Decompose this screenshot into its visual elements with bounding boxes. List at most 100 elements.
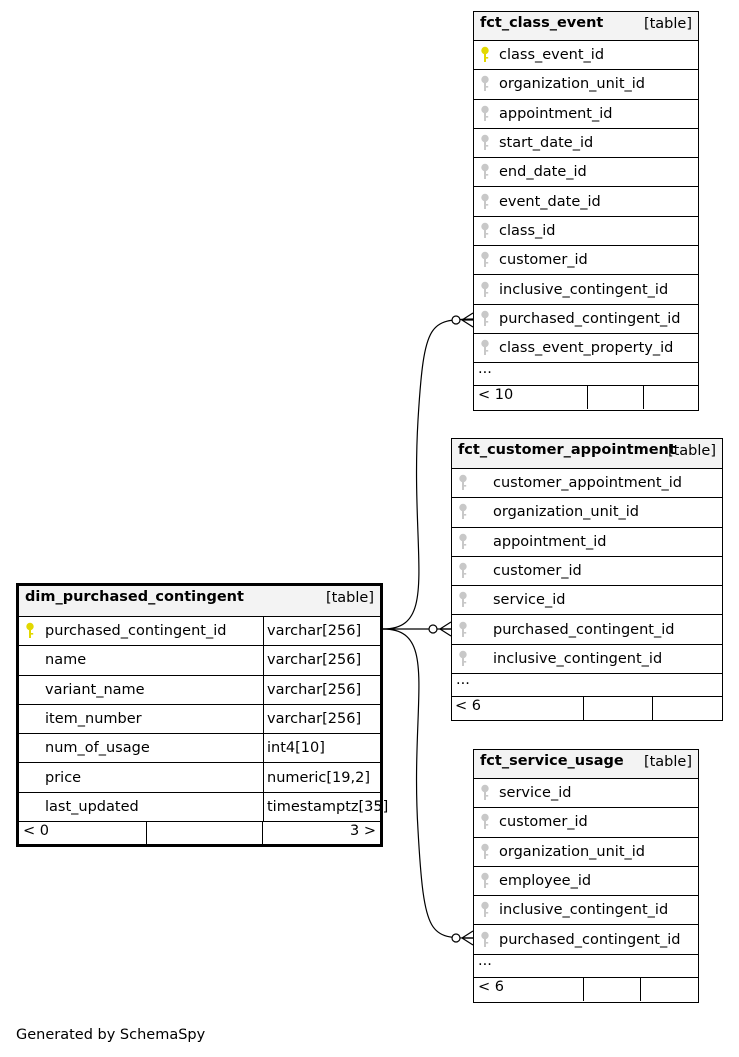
column-name: organization_unit_id (493, 504, 639, 521)
column-name: employee_id (499, 873, 592, 890)
foreign-key-icon (478, 901, 492, 919)
column-type: varchar[256] (263, 704, 361, 734)
column-row[interactable]: purchased_contingent_id (452, 615, 722, 645)
relationship-line-service-usage (382, 628, 474, 939)
foreign-key-icon (456, 650, 470, 668)
table-footer: < 10 (474, 386, 698, 410)
column-name: purchased_contingent_id (499, 931, 681, 948)
column-row[interactable]: customer_id (452, 557, 722, 587)
column-name: class_event_id (499, 47, 605, 64)
column-row[interactable]: class_event_property_id (474, 334, 698, 364)
column-row[interactable]: class_id (474, 217, 698, 247)
column-name: start_date_id (499, 135, 594, 152)
foreign-key-icon (478, 163, 492, 181)
column-name: inclusive_contingent_id (499, 281, 669, 298)
column-name: class_event_property_id (499, 340, 674, 357)
foreign-key-icon (456, 474, 470, 492)
more-columns: ... (474, 361, 698, 387)
column-name: num_of_usage (45, 740, 150, 757)
column-row[interactable]: service_id (474, 779, 698, 809)
column-row[interactable]: num_of_usage int4[10] (19, 734, 380, 764)
table-footer: < 0 3 > (19, 822, 380, 847)
column-row[interactable]: service_id (452, 586, 722, 616)
column-row[interactable]: inclusive_contingent_id (474, 896, 698, 926)
relationship-line-class-event (382, 318, 474, 630)
column-row[interactable]: price numeric[19,2] (19, 763, 380, 793)
table-name: fct_class_event (480, 15, 604, 31)
column-row[interactable]: appointment_id (452, 528, 722, 557)
footer-children-count: < 10 (478, 387, 514, 404)
column-type: varchar[256] (263, 675, 361, 704)
column-row[interactable]: event_date_id (474, 187, 698, 217)
column-row[interactable]: organization_unit_id (452, 498, 722, 528)
foreign-key-icon (456, 621, 470, 639)
column-name: inclusive_contingent_id (499, 902, 669, 919)
table-dim-purchased-contingent[interactable]: dim_purchased_contingent [table] purchas… (16, 583, 388, 847)
column-name: customer_id (493, 563, 582, 580)
table-fct-customer-appointment[interactable]: fct_customer_appointment [table] custome… (451, 438, 723, 722)
column-row[interactable]: inclusive_contingent_id (452, 645, 722, 675)
table-footer: < 6 (452, 697, 722, 722)
foreign-key-icon (478, 339, 492, 357)
footer-children-count: < 6 (478, 978, 504, 995)
column-name: organization_unit_id (499, 843, 645, 860)
primary-key-icon (23, 622, 37, 640)
foreign-key-icon (478, 784, 492, 802)
footer-children-count: < 0 (23, 823, 49, 840)
table-footer: < 6 (474, 977, 698, 1001)
more-columns: ... (474, 953, 698, 978)
foreign-key-icon (456, 503, 470, 521)
column-name: end_date_id (499, 164, 587, 181)
column-name: service_id (499, 785, 572, 802)
column-row[interactable]: item_number varchar[256] (19, 704, 380, 735)
column-row[interactable]: purchased_contingent_id (474, 305, 698, 334)
table-type: [table] (667, 443, 716, 459)
foreign-key-icon (478, 843, 492, 861)
column-name: item_number (45, 711, 142, 728)
foreign-key-icon (478, 251, 492, 269)
table-name: dim_purchased_contingent (25, 589, 244, 605)
column-row[interactable]: organization_unit_id (474, 70, 698, 100)
column-row[interactable]: customer_id (474, 808, 698, 838)
column-type: varchar[256] (263, 646, 361, 675)
column-row[interactable]: inclusive_contingent_id (474, 275, 698, 305)
table-type: [table] (643, 754, 692, 770)
column-name: appointment_id (499, 105, 613, 122)
primary-key-icon (478, 46, 492, 64)
column-row[interactable]: organization_unit_id (474, 838, 698, 867)
column-row[interactable]: customer_id (474, 246, 698, 276)
foreign-key-icon (478, 872, 492, 890)
foreign-key-icon (478, 281, 492, 299)
footer-parents-count: 3 > (350, 823, 376, 840)
column-row[interactable]: customer_appointment_id (452, 469, 722, 499)
column-type: int4[10] (263, 734, 325, 763)
column-name: appointment_id (493, 533, 607, 550)
column-row[interactable]: class_event_id (474, 41, 698, 71)
credit-text: Generated by SchemaSpy (16, 1027, 206, 1043)
column-type: numeric[19,2] (263, 763, 370, 792)
foreign-key-icon (478, 75, 492, 93)
column-name: purchased_contingent_id (45, 623, 227, 640)
column-row[interactable]: employee_id (474, 867, 698, 897)
column-row[interactable]: appointment_id (474, 100, 698, 129)
column-row[interactable]: end_date_id (474, 158, 698, 188)
foreign-key-icon (478, 310, 492, 328)
foreign-key-icon (478, 193, 492, 211)
foreign-key-icon (456, 533, 470, 551)
column-name: price (45, 769, 82, 786)
column-name: event_date_id (499, 193, 601, 210)
table-header: fct_service_usage [table] (474, 750, 698, 779)
column-row[interactable]: purchased_contingent_id (474, 925, 698, 955)
foreign-key-icon (478, 931, 492, 949)
column-row[interactable]: start_date_id (474, 129, 698, 159)
column-name: class_id (499, 222, 556, 239)
column-name: customer_appointment_id (493, 475, 683, 492)
more-columns: ... (452, 672, 722, 698)
